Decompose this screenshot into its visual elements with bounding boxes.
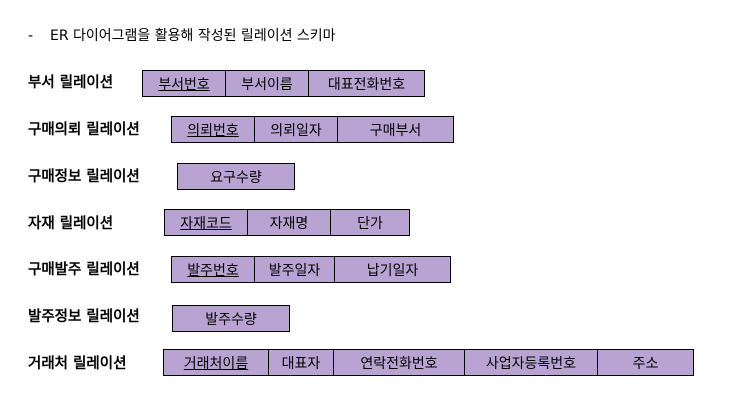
relation-label-purchase-request: 구매의뢰 릴레이션 <box>28 122 140 138</box>
attribute-cell-primary-key: 자재코드 <box>165 210 248 235</box>
attribute-cell-primary-key: 거래처이름 <box>164 350 269 375</box>
relation-table-purchase-request: 의뢰번호 의뢰일자 구매부서 <box>171 116 454 143</box>
relation-table-material: 자재코드 자재명 단가 <box>164 209 410 236</box>
attribute-cell-primary-key: 부서번호 <box>143 71 226 96</box>
attribute-cell: 구매부서 <box>369 122 422 139</box>
attribute-cell: 주소 <box>632 355 659 372</box>
relation-label-order-info: 발주정보 릴레이션 <box>28 309 140 325</box>
attribute-cell: 부서이름 <box>226 71 309 96</box>
attribute-cell-primary-key: 의뢰번호 <box>172 117 255 142</box>
relation-table-purchase-order: 발주번호 발주일자 납기일자 <box>171 256 451 283</box>
relation-label-purchase-info: 구매정보 릴레이션 <box>28 169 140 185</box>
relation-label-material: 자재 릴레이션 <box>28 216 114 232</box>
attribute-cell-primary-key: 발주번호 <box>172 257 255 282</box>
attribute-cell: 의뢰일자 <box>255 117 338 142</box>
relation-label-department: 부서 릴레이션 <box>28 75 114 91</box>
attribute-cell: 발주일자 <box>255 257 335 282</box>
attribute-cell: 납기일자 <box>366 262 419 279</box>
attribute-cell: 요구수량 <box>210 169 262 186</box>
relation-label-purchase-order: 구매발주 릴레이션 <box>28 262 140 278</box>
relation-table-vendor: 거래처이름 대표자 연락전화번호 사업자등록번호 주소 <box>163 349 694 376</box>
attribute-cell: 대표자 <box>269 350 334 375</box>
heading-bullet: - <box>28 28 34 44</box>
relation-label-vendor: 거래처 릴레이션 <box>28 356 127 372</box>
attribute-cell: 연락전화번호 <box>334 350 465 375</box>
attribute-cell: 자재명 <box>248 210 331 235</box>
relation-table-order-info: 발주수량 <box>172 305 290 332</box>
heading-text: ER 다이어그램을 활용해 작성된 릴레이션 스키마 <box>50 28 336 44</box>
schema-heading: -ER 다이어그램을 활용해 작성된 릴레이션 스키마 <box>28 27 336 45</box>
attribute-cell: 대표전화번호 <box>327 76 406 93</box>
attribute-cell: 발주수량 <box>205 311 257 328</box>
attribute-cell: 단가 <box>357 215 383 232</box>
attribute-cell: 사업자등록번호 <box>465 350 598 375</box>
relation-table-purchase-info: 요구수량 <box>177 163 295 190</box>
relation-table-department: 부서번호 부서이름 대표전화번호 <box>142 70 425 97</box>
